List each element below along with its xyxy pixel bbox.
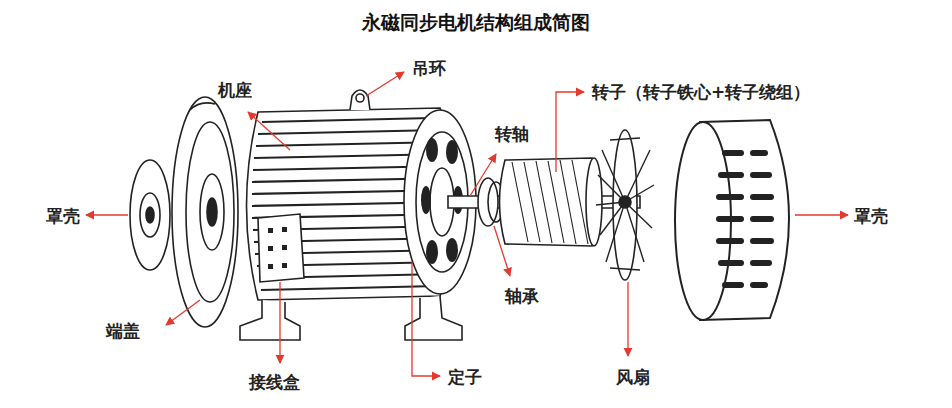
part-label: 罩壳 (44, 206, 82, 226)
part-label: 端盖 (104, 321, 142, 341)
part-label: 接线盒 (247, 372, 302, 392)
part-label: 转子（转子铁心+转子绕组） (590, 82, 812, 102)
part-label: 转轴 (493, 124, 531, 144)
part-label: 轴承 (503, 286, 541, 306)
part-label: 机座 (216, 80, 254, 100)
part-label: 风扇 (614, 367, 652, 387)
part-label: 罩壳 (852, 206, 890, 226)
part-label: 定子 (446, 367, 484, 387)
diagram-title: 永磁同步电机结构组成简图 (360, 11, 592, 34)
part-label: 吊环 (410, 58, 448, 78)
